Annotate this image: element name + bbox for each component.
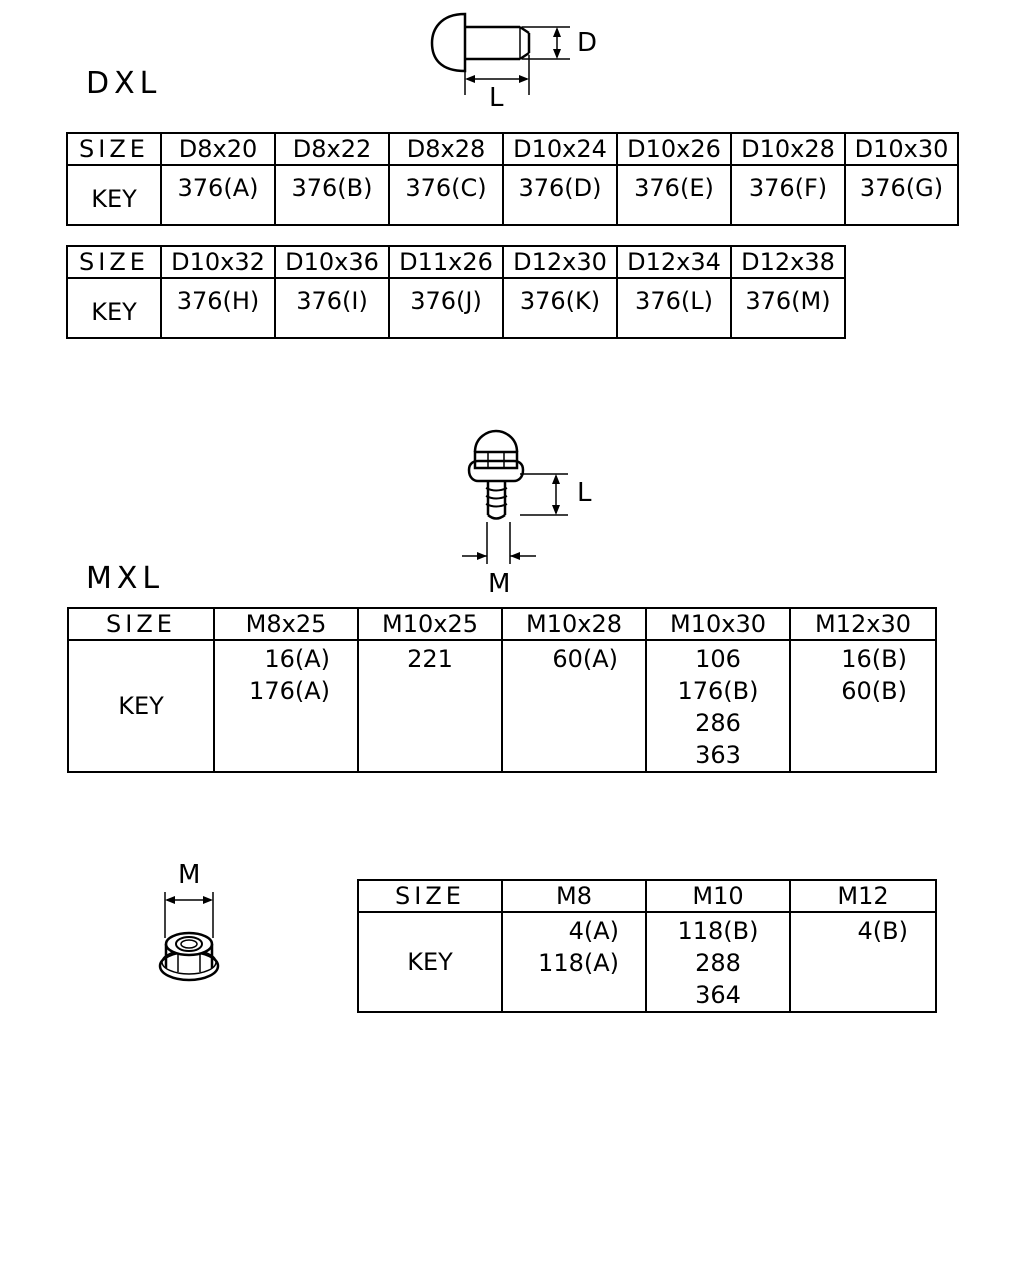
key-cell: 376(K) <box>502 277 618 339</box>
mxl-section-label: MXL <box>86 561 165 596</box>
key-cell: 16(A) 176(A) <box>213 639 359 773</box>
key-cell: 376(D) <box>502 164 618 226</box>
key-header: KEY <box>66 164 162 226</box>
rivet-d-dimension-label: D <box>577 28 598 58</box>
nut-size-table: SIZE M8 M10 M12 KEY 4(A) 118(A) 118(B) 2… <box>357 879 937 1013</box>
size-cell: D10x28 <box>730 132 846 166</box>
dxl-section-label: DXL <box>86 66 162 101</box>
key-cell: 376(I) <box>274 277 390 339</box>
size-cell: D10x24 <box>502 132 618 166</box>
key-header: KEY <box>66 277 162 339</box>
size-cell: D12x38 <box>730 245 846 279</box>
flange-nut-drawing <box>158 892 220 982</box>
rivet-drawing <box>430 12 570 95</box>
key-value: 118(B) <box>677 917 759 945</box>
size-header: SIZE <box>66 132 162 166</box>
size-cell: D10x30 <box>844 132 959 166</box>
key-value: 176(B) <box>677 677 759 705</box>
key-value: 288 <box>695 949 741 977</box>
bolt-m-dimension-label: M <box>488 569 511 599</box>
key-cell: 118(B) 288 364 <box>645 911 791 1013</box>
size-cell: M10x25 <box>357 607 503 641</box>
key-cell: 4(B) <box>789 911 937 1013</box>
rivet-l-dimension-label: L <box>489 83 504 113</box>
size-cell: D12x34 <box>616 245 732 279</box>
size-header: SIZE <box>66 245 162 279</box>
key-cell: 376(L) <box>616 277 732 339</box>
key-cell: 376(H) <box>160 277 276 339</box>
key-cell: 376(M) <box>730 277 846 339</box>
key-cell: 376(B) <box>274 164 390 226</box>
size-cell: D8x28 <box>388 132 504 166</box>
flange-bolt-drawing <box>462 429 568 564</box>
key-header: KEY <box>67 639 215 773</box>
key-value: 60(A) <box>552 645 618 673</box>
key-value: 106 <box>695 645 741 673</box>
size-cell: M10x28 <box>501 607 647 641</box>
nut-m-dimension-label: M <box>178 860 201 890</box>
size-cell: M10 <box>645 879 791 913</box>
size-header: SIZE <box>357 879 503 913</box>
size-cell: M8 <box>501 879 647 913</box>
size-cell: D10x26 <box>616 132 732 166</box>
size-cell: D8x22 <box>274 132 390 166</box>
key-value: 221 <box>407 645 453 673</box>
size-cell: M12 <box>789 879 937 913</box>
key-value: 4(A) <box>568 917 619 945</box>
bolt-l-dimension-label: L <box>577 478 592 508</box>
size-cell: M8x25 <box>213 607 359 641</box>
mxl-size-table: SIZE M8x25 M10x25 M10x28 M10x30 M12x30 K… <box>67 607 937 773</box>
key-cell: 60(A) <box>501 639 647 773</box>
size-cell: D12x30 <box>502 245 618 279</box>
key-cell: 4(A) 118(A) <box>501 911 647 1013</box>
key-header: KEY <box>357 911 503 1013</box>
key-cell: 376(E) <box>616 164 732 226</box>
size-cell: D8x20 <box>160 132 276 166</box>
size-cell: D11x26 <box>388 245 504 279</box>
key-cell: 376(C) <box>388 164 504 226</box>
size-cell: M10x30 <box>645 607 791 641</box>
key-value: 364 <box>695 981 741 1009</box>
dxl-size-table-2: SIZE D10x32 D10x36 D11x26 D12x30 D12x34 … <box>66 245 846 339</box>
key-value: 16(B) <box>841 645 907 673</box>
key-value: 4(B) <box>857 917 908 945</box>
key-cell: 221 <box>357 639 503 773</box>
key-cell: 376(F) <box>730 164 846 226</box>
key-value: 118(A) <box>538 949 619 977</box>
key-cell: 376(G) <box>844 164 959 226</box>
dxl-size-table-1: SIZE D8x20 D8x22 D8x28 D10x24 D10x26 D10… <box>66 132 959 226</box>
size-header: SIZE <box>67 607 215 641</box>
size-cell: D10x32 <box>160 245 276 279</box>
key-value: 176(A) <box>249 677 330 705</box>
key-cell: 376(J) <box>388 277 504 339</box>
key-value: 286 <box>695 709 741 737</box>
key-cell: 16(B) 60(B) <box>789 639 937 773</box>
key-value: 60(B) <box>841 677 907 705</box>
size-cell: D10x36 <box>274 245 390 279</box>
key-value: 363 <box>695 741 741 769</box>
size-cell: M12x30 <box>789 607 937 641</box>
key-cell: 106 176(B) 286 363 <box>645 639 791 773</box>
key-cell: 376(A) <box>160 164 276 226</box>
key-value: 16(A) <box>264 645 330 673</box>
